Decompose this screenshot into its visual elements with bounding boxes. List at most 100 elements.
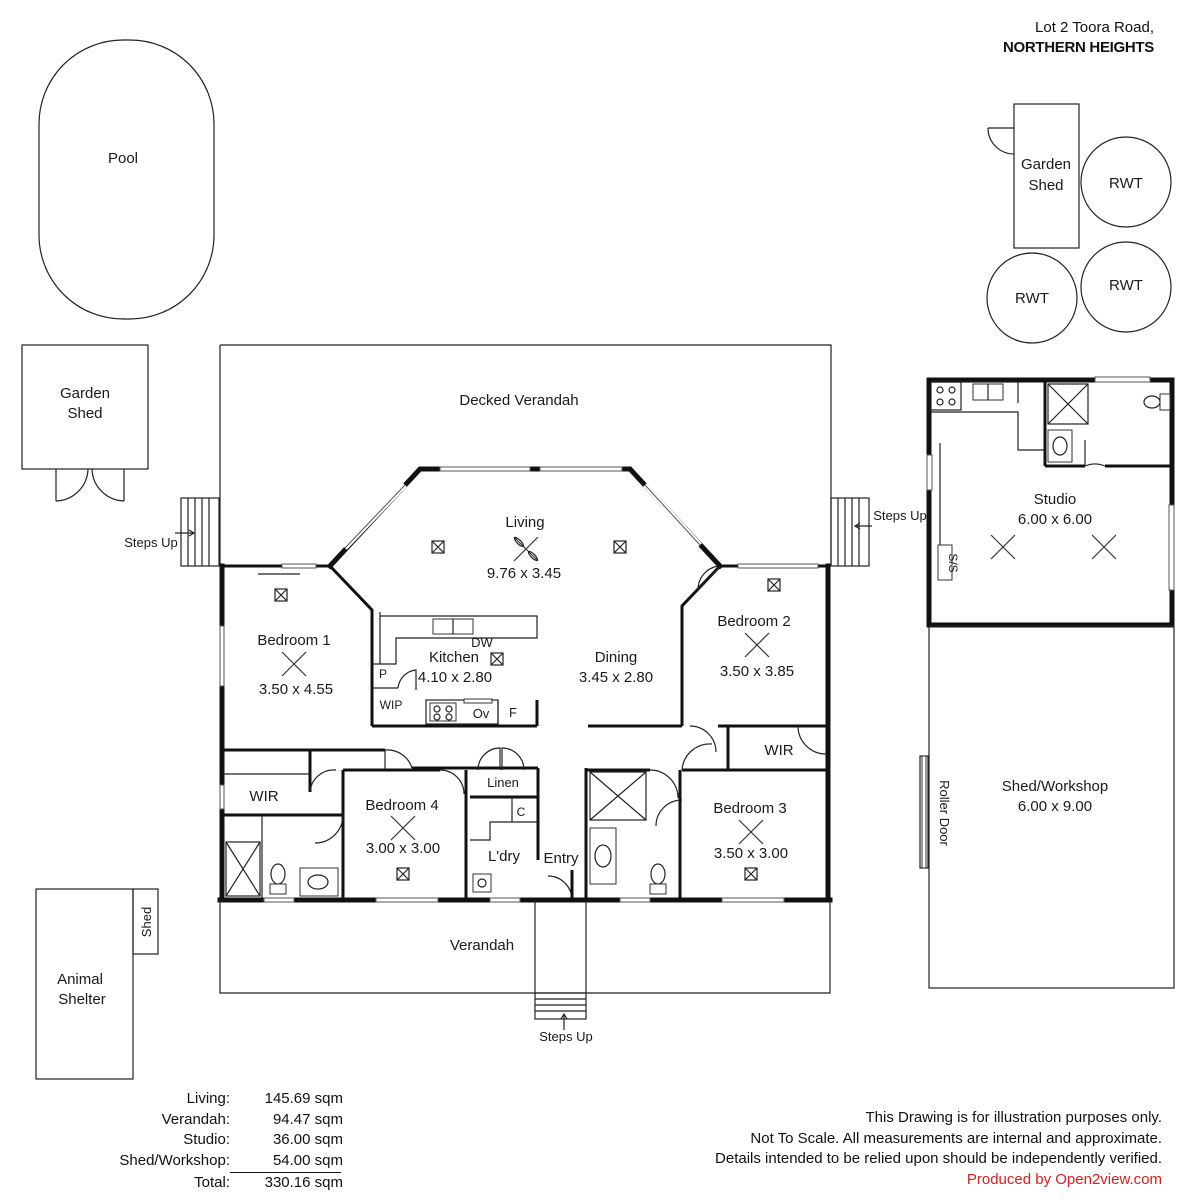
rwt-label-2: RWT (1015, 290, 1049, 307)
area-row: Shed/Workshop: 54.00 sqm (90, 1151, 343, 1172)
shed-workshop-size: 6.00 x 9.00 (1018, 798, 1092, 815)
total-value: 330.16 sqm (264, 1174, 343, 1191)
wir-right-label: WIR (764, 742, 793, 759)
area-label: Shed/Workshop: (119, 1151, 230, 1169)
light-icon (767, 578, 781, 592)
total-divider (230, 1172, 341, 1173)
animal-shelter-label-1: Animal (57, 971, 103, 988)
fridge-label: F (509, 705, 517, 720)
animal-shelter: Shed Animal Shelter (35, 888, 159, 1080)
front-verandah: Verandah Steps Up (219, 900, 831, 1044)
fan-icon (1091, 534, 1117, 560)
area-row: Living: 145.69 sqm (90, 1089, 343, 1110)
pool: Pool (38, 39, 215, 320)
fan-icon (281, 651, 307, 677)
wir-left-label: WIR (249, 788, 278, 805)
fan-icon (390, 815, 416, 841)
laundry-label: L'dry (488, 848, 521, 865)
area-value: 94.47 sqm (272, 1110, 343, 1128)
steps-up-front-label: Steps Up (539, 1029, 592, 1044)
bedroom3-size: 3.50 x 3.00 (714, 845, 788, 862)
fan-icon (990, 534, 1016, 560)
area-label: Studio: (183, 1131, 230, 1148)
studio-size: 6.00 x 6.00 (1018, 511, 1092, 528)
rwt-label-3: RWT (1109, 277, 1143, 294)
linen-label: Linen (487, 775, 519, 790)
steps-up-right-label: Steps Up (873, 508, 926, 523)
total-row: Total: 330.16 sqm (90, 1173, 343, 1194)
pantry-label: P (379, 667, 387, 681)
bedroom4-size: 3.00 x 3.00 (366, 840, 440, 857)
light-icon (274, 588, 288, 602)
decked-verandah: Decked Verandah (219, 344, 832, 566)
address-line-1: Lot 2 Toora Road, (1035, 19, 1154, 36)
area-value: 145.69 sqm (264, 1090, 343, 1107)
roller-door-label: Roller Door (937, 780, 952, 846)
cupboard-label: C (517, 805, 526, 819)
address-line-2: NORTHERN HEIGHTS (1002, 39, 1154, 56)
verandah-label: Verandah (450, 937, 514, 954)
living-label: Living (505, 514, 544, 531)
disclaimer-line-3: Details intended to be relied upon shoul… (715, 1150, 1162, 1167)
steps-up-left-label: Steps Up (124, 535, 177, 550)
garden-shed-top-label-1: Garden (1021, 156, 1071, 173)
garden-shed-top-label-2: Shed (1028, 177, 1063, 194)
disclaimer: This Drawing is for illustration purpose… (715, 1108, 1162, 1190)
garden-shed-left: Garden Shed (21, 344, 149, 502)
bedroom3-label: Bedroom 3 (713, 800, 786, 817)
decked-verandah-label: Decked Verandah (459, 392, 578, 409)
area-label: Living: (186, 1090, 230, 1107)
kitchen-size: 4.10 x 2.80 (418, 669, 492, 686)
bedroom2-size: 3.50 x 3.85 (720, 663, 794, 680)
garden-shed-top: Garden Shed (987, 103, 1080, 249)
kitchen-label: Kitchen (429, 649, 479, 666)
oven-label: Ov (473, 706, 490, 721)
property-address: Lot 2 Toora Road, NORTHERN HEIGHTS (1003, 18, 1154, 58)
room-labels: Living 9.76 x 3.45 Bedroom 1 3.50 x 4.55… (249, 514, 794, 867)
steps-left: Steps Up (124, 497, 220, 567)
dw-label: DW (471, 635, 493, 650)
dining-size: 3.45 x 2.80 (579, 669, 653, 686)
animal-shelter-label-2: Shelter (58, 991, 106, 1008)
bedroom1-size: 3.50 x 4.55 (259, 681, 333, 698)
garden-shed-left-label-1: Garden (60, 385, 110, 402)
area-summary: Living: 145.69 sqm Verandah: 94.47 sqm Stu… (90, 1089, 343, 1194)
shed-small-label: Shed (139, 907, 154, 937)
dining-label: Dining (595, 649, 638, 666)
producer-credit: Produced by Open2view.com (966, 1170, 1162, 1188)
disclaimer-line-1: This Drawing is for illustration purpose… (865, 1109, 1162, 1126)
area-row: Verandah: 94.47 sqm (90, 1110, 343, 1131)
wip-label: WIP (380, 698, 403, 712)
living-size: 9.76 x 3.45 (487, 565, 561, 582)
light-icon (490, 652, 504, 666)
disclaimer-line-2: Not To Scale. All measurements are inter… (750, 1129, 1162, 1147)
ss-label: S/S (946, 553, 960, 572)
shed-workshop: Roller Door Shed/Workshop 6.00 x 9.00 (919, 625, 1175, 989)
pool-label: Pool (108, 150, 138, 167)
fan-icon (513, 536, 539, 562)
total-label: Total: (194, 1174, 230, 1191)
fan-icon (738, 819, 764, 845)
steps-right: Steps Up (830, 497, 927, 567)
main-house (217, 466, 833, 903)
fan-icon (744, 632, 770, 658)
entry-label: Entry (543, 850, 579, 867)
fixtures-ceiling (274, 534, 1117, 881)
area-row: Studio: 36.00 sqm (90, 1130, 343, 1151)
area-value: 54.00 sqm (272, 1151, 343, 1169)
area-label: Verandah: (161, 1110, 230, 1128)
shed-workshop-label: Shed/Workshop (1002, 778, 1108, 795)
studio: S/S Studio 6.00 x 6.00 (926, 376, 1175, 628)
studio-label: Studio (1034, 491, 1077, 508)
bedroom4-label: Bedroom 4 (365, 797, 438, 814)
light-icon (744, 867, 758, 881)
rainwater-tanks: RWT RWT RWT (986, 136, 1172, 344)
area-value: 36.00 sqm (272, 1131, 343, 1148)
light-icon (396, 867, 410, 881)
bedroom1-label: Bedroom 1 (257, 632, 330, 649)
light-icon (613, 540, 627, 554)
light-icon (431, 540, 445, 554)
garden-shed-left-label-2: Shed (67, 405, 102, 422)
rwt-label-1: RWT (1109, 175, 1143, 192)
